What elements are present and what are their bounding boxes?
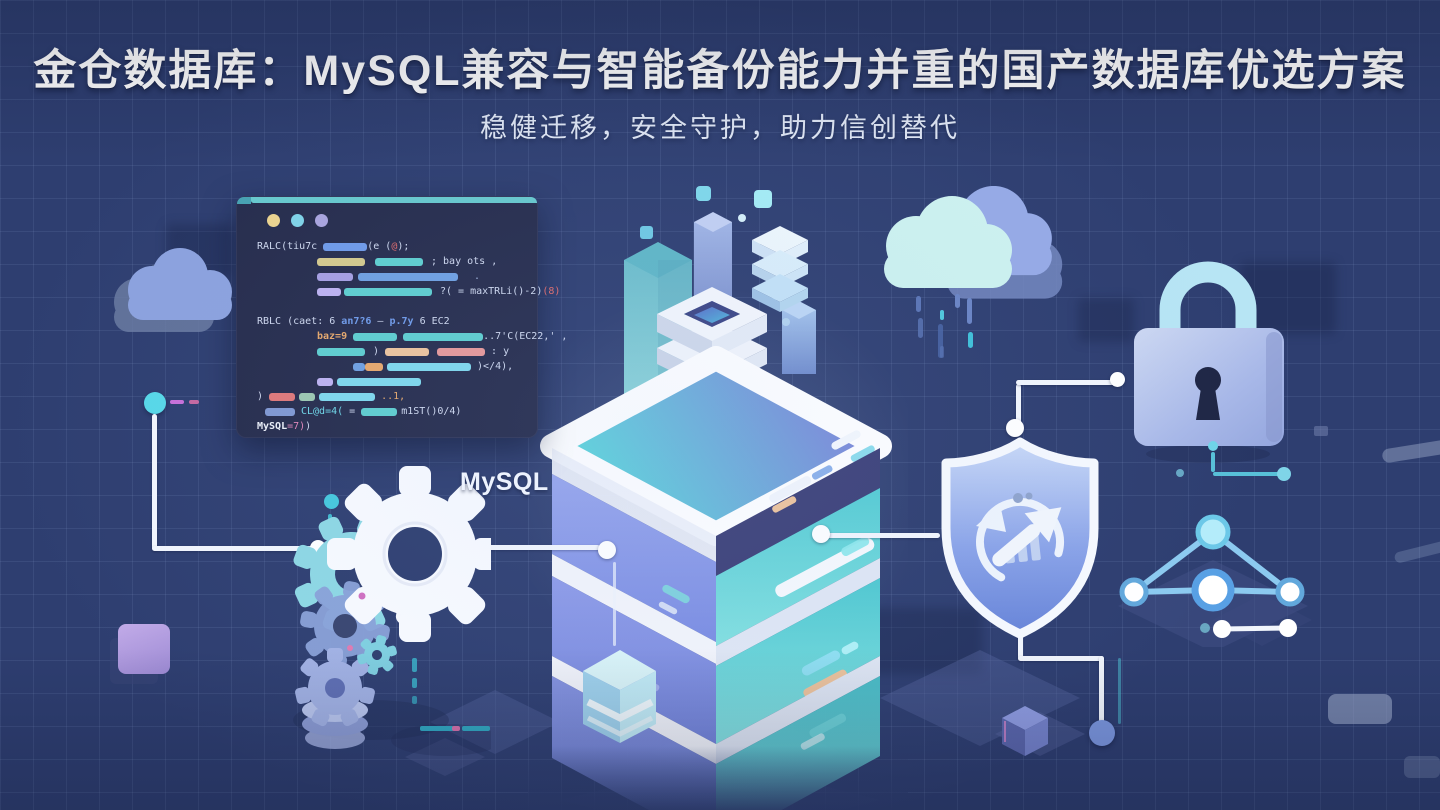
cloud-left-icon [114, 248, 232, 332]
connector-node-blue [1089, 720, 1115, 746]
connector-teal-line [1118, 658, 1121, 724]
code-line: ) ..1, [257, 391, 406, 402]
light-streak [1381, 438, 1440, 464]
server-slab-left [552, 474, 716, 642]
window-dot [315, 214, 328, 227]
connector-shield-down [1018, 656, 1104, 661]
lock-icon [1134, 261, 1291, 481]
code-line: . [253, 269, 529, 284]
connector-shield-to-lock [1016, 384, 1021, 430]
purple-square [118, 624, 170, 674]
window-dot [267, 214, 280, 227]
window-accent-notch [237, 197, 251, 204]
window-accent-strip [251, 197, 537, 203]
code-line: MySQL=7)) [257, 421, 312, 432]
code-line: ) : y [253, 344, 529, 359]
circuit-dash-magenta [170, 400, 184, 404]
mint-cube-icon [583, 650, 656, 743]
window-dot [291, 214, 304, 227]
code-line: ?( = maxTRLi()-2)(8) [253, 284, 560, 299]
connector-shield-down [1099, 656, 1104, 726]
light-streak [1393, 539, 1440, 564]
data-column-small [782, 301, 816, 374]
code-editor-window: RALC(tiu7c (e (@); ; bay ots ,.?( = maxTR… [236, 196, 568, 438]
code-line [253, 299, 529, 314]
code-line [253, 374, 529, 389]
connector-dot [1110, 372, 1125, 387]
code-line: CL@d=4( = m1ST()0/4) [253, 404, 529, 419]
code-lines: RALC(tiu7c (e (@); ; bay ots ,.?( = maxTR… [253, 239, 568, 434]
connector-gear-to-db [452, 545, 600, 550]
gears-illustration [293, 466, 491, 756]
translucent-square [1314, 426, 1328, 436]
server-divider [552, 554, 716, 664]
page-subtitle: 稳健迁移，安全守护，助力信创替代 [480, 113, 960, 143]
connector-dot [812, 525, 830, 543]
code-line: ; bay ots , [253, 254, 529, 269]
data-rain [916, 294, 973, 358]
growth-arrow [992, 507, 1062, 567]
gear-white-icon [327, 466, 491, 642]
page-title: 金仓数据库：MySQL兼容与智能备份能力并重的国产数据库优选方案 [33, 47, 1407, 95]
gear-small-teal-icon [357, 635, 397, 675]
server-band-chips [769, 465, 833, 513]
small-cube-icon [1002, 706, 1048, 756]
circuit-line [152, 414, 157, 550]
lower-link [1200, 619, 1297, 638]
mini-stack-icon [752, 226, 808, 312]
connector-db-to-shield [824, 533, 940, 538]
server-divider [716, 558, 880, 666]
circuit-dash-magenta [189, 400, 199, 404]
server-slab-right [716, 578, 880, 744]
background-patch [1078, 298, 1134, 342]
circuit-node-cyan [324, 494, 339, 509]
code-line: )</4), [253, 359, 529, 374]
server-divider [716, 656, 880, 764]
shield-backup-icon [941, 437, 1099, 639]
circuit-line [152, 546, 316, 551]
gear-stack-icon [295, 648, 375, 749]
code-line: RBLC (caet: 6 an7?6 — p.7y 6 EC2 [257, 316, 450, 327]
tray-surface-chips [831, 430, 875, 462]
circuit-node-cyan [144, 392, 166, 414]
cloud-right-icon [884, 186, 1063, 358]
code-line: baz=9 ..7'C(EC22,' , [317, 331, 568, 342]
code-line: RALC(tiu7c (e (@); [257, 241, 410, 252]
server-slab-right [716, 488, 880, 646]
connector-dot [598, 541, 616, 559]
background-patch [862, 608, 982, 674]
lock-trace [1176, 441, 1291, 481]
translucent-square [1328, 694, 1392, 724]
connector-dot [1006, 419, 1024, 437]
mysql-label: MySQL [460, 468, 549, 496]
connector-shield-to-lock [1016, 380, 1118, 385]
network-nodes-icon [1118, 514, 1312, 647]
translucent-square [1404, 756, 1440, 778]
connector-stem [613, 562, 616, 646]
database-tower-illustration [528, 186, 908, 810]
window-dots [267, 214, 328, 227]
gear-trace-dashes [412, 658, 490, 731]
